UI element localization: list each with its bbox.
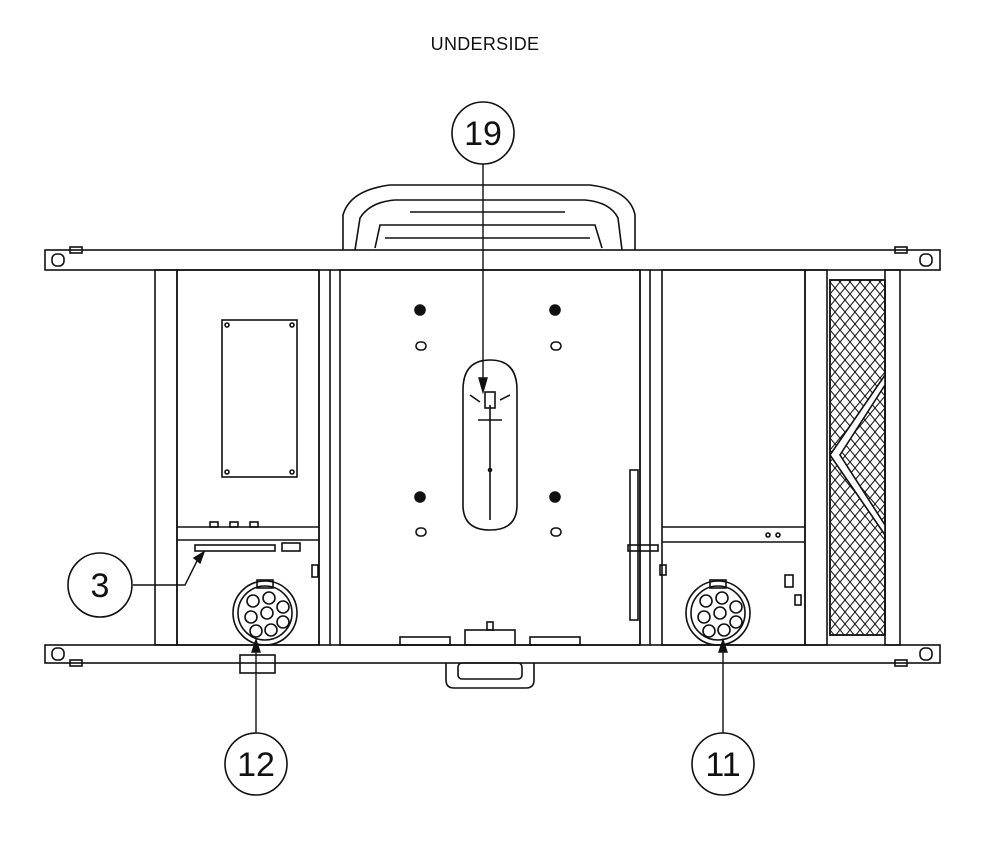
right-compartment (659, 269, 806, 646)
callout-12-label: 12 (237, 746, 275, 784)
callout-11: 11 (691, 732, 755, 796)
left-compartment (176, 269, 331, 646)
diagram-title: UNDERSIDE (430, 34, 540, 54)
callout-3: 3 (67, 552, 133, 618)
leader-lines (133, 163, 728, 733)
callout-19: 19 (451, 101, 515, 165)
mesh-panel (829, 279, 886, 636)
left-connector (232, 579, 298, 674)
callout-19-label: 19 (464, 115, 502, 153)
callout-3-label: 3 (91, 567, 110, 605)
callout-12: 12 (224, 732, 288, 796)
center-panel (339, 269, 659, 689)
top-handle (342, 184, 636, 251)
right-connector (685, 579, 751, 646)
callout-11-label: 11 (705, 746, 740, 784)
